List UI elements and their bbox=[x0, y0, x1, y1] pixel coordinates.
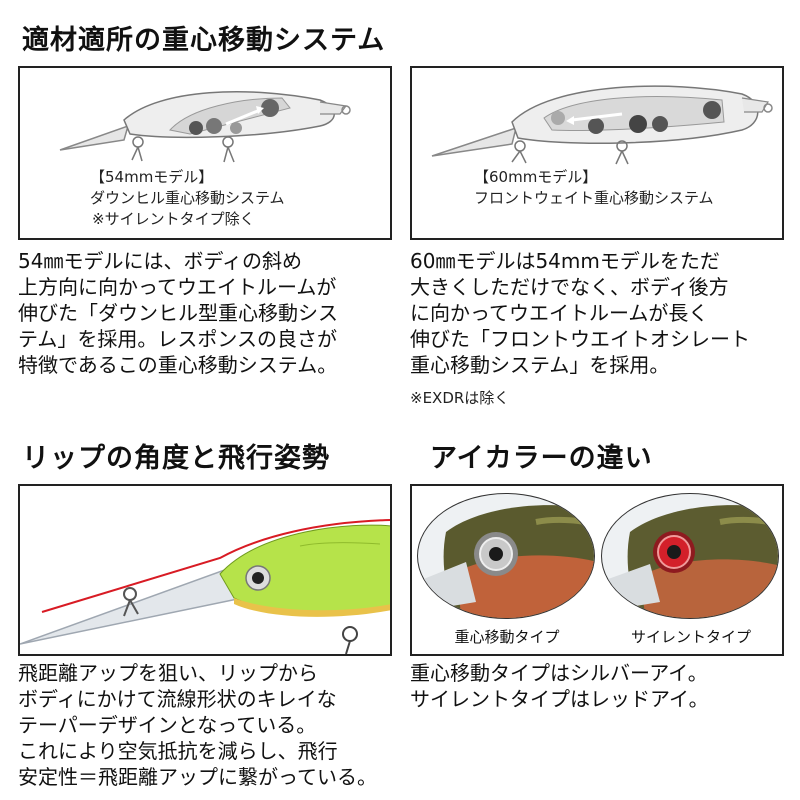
text-line: 重心移動タイプはシルバーアイ。 bbox=[410, 661, 708, 685]
text-line: に向かってウエイトルームが長く bbox=[410, 301, 709, 325]
text-line: 伸びた「フロントウエイトオシレート bbox=[410, 327, 750, 351]
eye-color-photo: 重心移動タイプ サイレントタイプ bbox=[410, 484, 784, 656]
silver-eye-closeup bbox=[417, 493, 595, 619]
model-label-60mm: 【60mmモデル】 bbox=[474, 168, 598, 186]
text-line: 飛距離アップを狙い、リップから bbox=[18, 661, 318, 685]
text-line: ボディにかけて流線形状のキレイな bbox=[18, 687, 337, 711]
section-title-weight-system: 適材適所の重心移動システム bbox=[22, 25, 386, 56]
description-eye-color: 重心移動タイプはシルバーアイ。 サイレントタイプはレッドアイ。 bbox=[410, 660, 709, 712]
text-line: 上方向に向かってウエイトルームが bbox=[18, 275, 337, 299]
text-line: 54㎜モデルには、ボディの斜め bbox=[18, 249, 303, 273]
section-title-lip-angle: リップの角度と飛行姿勢 bbox=[22, 443, 330, 474]
text-line: 安定性＝飛距離アップに繋がっている。 bbox=[18, 765, 377, 789]
diagram-54mm: 【54mmモデル】 ダウンヒル重心移動システム ※サイレントタイプ除く bbox=[18, 66, 392, 240]
description-54mm: 54㎜モデルには、ボディの斜め 上方向に向かってウエイトルームが 伸びた「ダウン… bbox=[18, 248, 338, 378]
text-line: 特徴であるこの重心移動システム。 bbox=[18, 353, 338, 377]
caption-silent-type: サイレントタイプ bbox=[630, 628, 751, 646]
lip-angle-photo bbox=[18, 484, 392, 656]
lure-lip-illustration bbox=[20, 519, 390, 654]
text-line: 大きくしただけでなく、ボディ後方 bbox=[410, 275, 729, 299]
text-line: 伸びた「ダウンヒル型重心移動シス bbox=[18, 301, 338, 325]
model-label-54mm: 【54mmモデル】 bbox=[90, 168, 214, 186]
lure-xray-54mm bbox=[59, 91, 351, 163]
diagram-60mm: 【60mmモデル】 フロントウェイト重心移動システム bbox=[410, 66, 784, 240]
caption-weight-transfer-type: 重心移動タイプ bbox=[454, 628, 560, 646]
footnote-exdr: ※EXDRは除く bbox=[410, 389, 510, 407]
system-label-60mm: フロントウェイト重心移動システム bbox=[474, 189, 714, 207]
text-line: 60㎜モデルは54mmモデルをただ bbox=[410, 249, 720, 273]
lure-xray-60mm bbox=[431, 85, 773, 165]
text-line: テーパーデザインとなっている。 bbox=[18, 713, 317, 737]
text-line: サイレントタイプはレッドアイ。 bbox=[410, 687, 709, 711]
text-line: 重心移動システム」を採用。 bbox=[410, 353, 670, 377]
text-line: テム」を採用。レスポンスの良さが bbox=[18, 327, 337, 351]
description-lip-angle: 飛距離アップを狙い、リップから ボディにかけて流線形状のキレイな テーパーデザイ… bbox=[18, 660, 377, 790]
description-60mm: 60㎜モデルは54mmモデルをただ 大きくしただけでなく、ボディ後方 に向かって… bbox=[410, 248, 750, 378]
note-label-54mm: ※サイレントタイプ除く bbox=[92, 210, 255, 228]
system-label-54mm: ダウンヒル重心移動システム bbox=[90, 189, 285, 207]
section-title-eye-color: アイカラーの違い bbox=[430, 443, 653, 474]
text-line: これにより空気抵抗を減らし、飛行 bbox=[18, 739, 338, 763]
red-eye-closeup bbox=[601, 493, 779, 619]
